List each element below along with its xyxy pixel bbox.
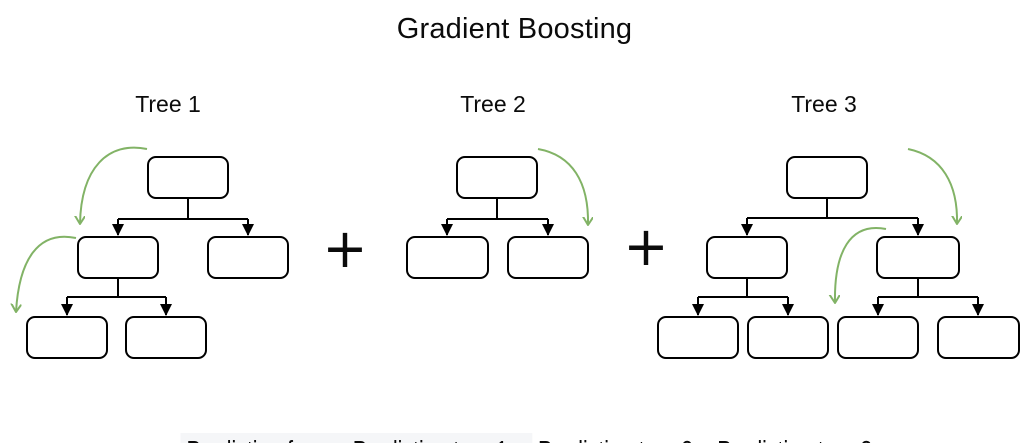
tree2-left-node (406, 236, 489, 279)
tree2-label: Tree 2 (460, 91, 526, 117)
formula-rest-part: Prediction tree 2 + Prediction tree 3 (532, 435, 872, 443)
tree1-leaf-2 (125, 316, 207, 359)
tree3-residual-arrow-2 (835, 227, 887, 303)
tree3-leaf-1 (657, 316, 739, 359)
tree3-leaf-2 (747, 316, 829, 359)
tree2-connectors (441, 198, 554, 236)
tree1-label: Tree 1 (135, 91, 201, 117)
tree1-root-node (147, 156, 229, 199)
tree3-right-node (876, 236, 960, 279)
tree1 (16, 146, 289, 359)
tree3-connectors (692, 198, 984, 316)
plus-operator-1: + (322, 216, 368, 280)
tree1-left-node (77, 236, 159, 279)
formula-highlighted-part: Prediction for x = Prediction tree 1 + (180, 433, 533, 443)
tree3-label: Tree 3 (791, 91, 857, 117)
tree2-residual-arrow (537, 148, 588, 225)
tree2-root-node (456, 156, 538, 199)
tree3-leaf-4 (937, 316, 1020, 359)
tree3-residual-arrow-1 (907, 148, 957, 224)
diagram-title: Gradient Boosting (396, 13, 633, 45)
tree1-right-node (207, 236, 289, 279)
tree3-leaf-3 (837, 316, 919, 359)
tree2-right-node (507, 236, 589, 279)
tree1-leaf-1 (26, 316, 108, 359)
tree2 (406, 148, 589, 279)
tree1-connectors (61, 198, 254, 316)
tree3-left-node (706, 236, 788, 279)
tree1-residual-arrow-2 (16, 235, 77, 312)
tree3 (657, 148, 1020, 359)
tree1-residual-arrow-1 (80, 146, 148, 224)
plus-operator-2: + (623, 214, 669, 278)
prediction-formula: Prediction for x = Prediction tree 1 + P… (123, 401, 905, 443)
tree3-root-node (786, 156, 868, 199)
